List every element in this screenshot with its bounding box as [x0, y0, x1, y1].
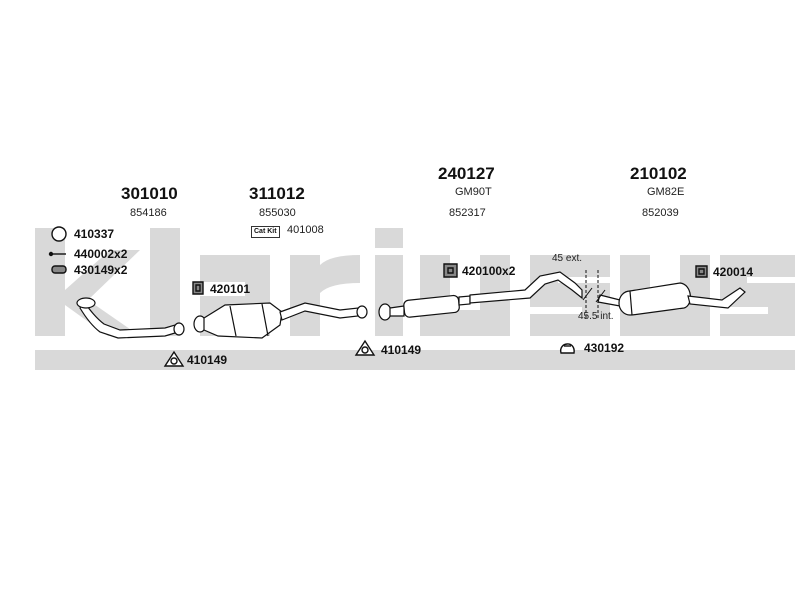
part-number-centre-silencer: 240127	[438, 164, 495, 183]
part-code-centre-silencer: GM90T	[455, 186, 492, 198]
catalytic-converter	[203, 302, 283, 339]
front-pipe-outlet	[173, 322, 185, 336]
part-code-rear-silencer: GM82E	[647, 186, 685, 198]
intermediate-pipe	[469, 271, 583, 304]
ring-clamp-icon	[51, 226, 67, 242]
part-ref-rear-silencer: 852039	[642, 207, 679, 219]
cat-converter-shell-line	[229, 303, 269, 337]
centre-silencer-body	[403, 294, 460, 318]
klarius-watermark-logo	[35, 228, 795, 370]
accessory-label-rubber-mount: 420101	[210, 282, 251, 296]
part-number-rear-silencer: 210102	[630, 164, 687, 183]
part-code-catalytic-converter: 855030	[259, 207, 296, 219]
accessory-label-gasket: 430149x2	[74, 263, 128, 277]
rubber-mount-icon-3	[695, 265, 708, 278]
cat-kit-number: 401008	[287, 224, 324, 236]
part-number-front-pipe: 301010	[121, 184, 178, 203]
annotation-int: 45.5 int.	[578, 311, 614, 322]
rubber-mount-icon	[192, 281, 204, 295]
cat-outlet-pipe	[279, 302, 359, 321]
front-pipe	[79, 300, 176, 339]
bolt-icon	[48, 251, 66, 257]
accessory-label-rubber-mount-3: 420014	[713, 265, 754, 279]
part-code-front-pipe: 854186	[130, 207, 167, 219]
accessory-label-bolt: 440002x2	[74, 247, 128, 261]
rear-silencer-inlet-pipe	[597, 294, 621, 307]
flange-gasket-icon-2	[354, 339, 376, 356]
part-number-catalytic-converter: 311012	[249, 184, 305, 203]
gasket-icon	[51, 265, 67, 274]
accessory-label-flange-gasket: 410149	[187, 353, 228, 367]
accessory-label-ring-clamp: 410337	[74, 227, 115, 241]
front-pipe-flange	[76, 297, 96, 309]
flange-gasket-icon	[163, 350, 185, 367]
clamp-icon	[560, 343, 575, 354]
tail-pipe	[687, 287, 746, 309]
accessory-label-flange-gasket-2: 410149	[381, 343, 422, 357]
cat-kit-badge: Cat Kit	[251, 226, 280, 238]
centre-silencer-inlet-flange	[378, 303, 392, 321]
rubber-mount-icon-2	[443, 263, 458, 278]
accessory-label-clamp: 430192	[584, 341, 625, 355]
annotation-ext: 45 ext.	[552, 253, 583, 264]
centre-silencer-outlet-pipe	[458, 295, 471, 306]
cat-outlet-flange	[356, 305, 368, 319]
centre-silencer-inlet-pipe	[389, 305, 405, 317]
rear-silencer-body	[629, 282, 691, 316]
overlap-markers	[582, 270, 606, 320]
part-ref-centre-silencer: 852317	[449, 207, 486, 219]
accessory-label-rubber-mount-2: 420100x2	[462, 264, 516, 278]
